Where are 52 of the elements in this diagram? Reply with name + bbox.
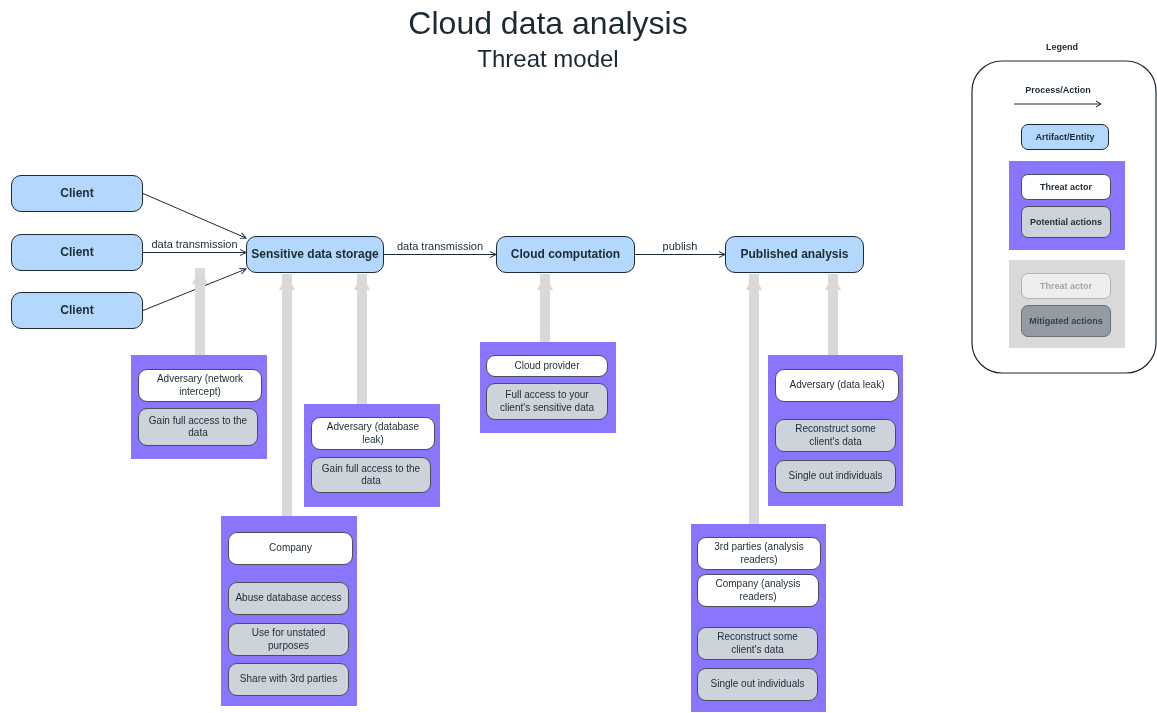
action-box: Gain full access to the data: [138, 408, 258, 446]
threat-arrow: [537, 274, 553, 342]
entity-box: Sensitive data storage: [246, 236, 384, 273]
arrow: [142, 193, 247, 239]
action-box: Reconstruct some client's data: [775, 419, 896, 452]
legend-label: Process/Action: [1025, 84, 1091, 97]
arrow: [142, 249, 247, 256]
threat-group-panel: [768, 355, 903, 506]
action-box: Abuse database access: [228, 582, 349, 615]
legend-key: Mitigated actions: [1021, 305, 1111, 337]
arrow: [634, 251, 726, 258]
action-box: Use for unstated purposes: [228, 623, 349, 656]
threat-group-panel: [131, 355, 267, 459]
action-box: Full access to your client's sensitive data: [486, 383, 608, 420]
threat-actor-box: 3rd parties (analysis readers): [697, 537, 821, 570]
threat-arrow: [746, 274, 762, 524]
threat-group-panel: [480, 342, 616, 433]
threat-actor-box: Company: [228, 532, 353, 565]
legend-heading: Legend: [1045, 41, 1079, 54]
legend-key: Potential actions: [1021, 206, 1111, 238]
action-box: Single out individuals: [775, 460, 896, 493]
edge-label: data transmission: [149, 237, 240, 251]
edge-label: publish: [660, 239, 700, 253]
legend-key: Threat actor: [1021, 273, 1111, 299]
legend-key: Artifact/Entity: [1021, 124, 1109, 150]
entity-box: Cloud computation: [496, 236, 635, 273]
threat-arrow: [354, 274, 370, 404]
arrow: [142, 267, 247, 311]
diagram-title: Cloud data analysis: [407, 4, 689, 42]
legend-key: Threat actor: [1021, 174, 1111, 200]
threat-group-panel: [221, 516, 357, 706]
threat-arrow: [192, 268, 208, 355]
arrow: [383, 251, 497, 258]
threat-arrow: [279, 274, 295, 516]
threat-group-panel: [691, 524, 826, 712]
entity-box: Published analysis: [725, 236, 864, 273]
action-box: Reconstruct some client's data: [697, 627, 818, 660]
action-box: Single out individuals: [697, 668, 818, 701]
threat-actor-box: Cloud provider: [486, 355, 608, 377]
threat-actor-box: Adversary (data leak): [775, 369, 899, 402]
entity-box: Client: [11, 234, 143, 271]
action-box: Share with 3rd parties: [228, 663, 349, 696]
action-box: Gain full access to the data: [311, 457, 431, 493]
threat-actor-box: Adversary (database leak): [311, 417, 435, 450]
threat-group-panel: [304, 404, 440, 507]
entity-box: Client: [11, 175, 143, 212]
diagram-subtitle: Threat model: [476, 44, 620, 74]
threat-arrow: [825, 274, 841, 355]
edge-label: data transmission: [394, 239, 486, 253]
threat-actor-box: Adversary (network intercept): [138, 369, 262, 402]
threat-actor-box: Company (analysis readers): [697, 574, 819, 607]
entity-box: Client: [11, 292, 143, 329]
